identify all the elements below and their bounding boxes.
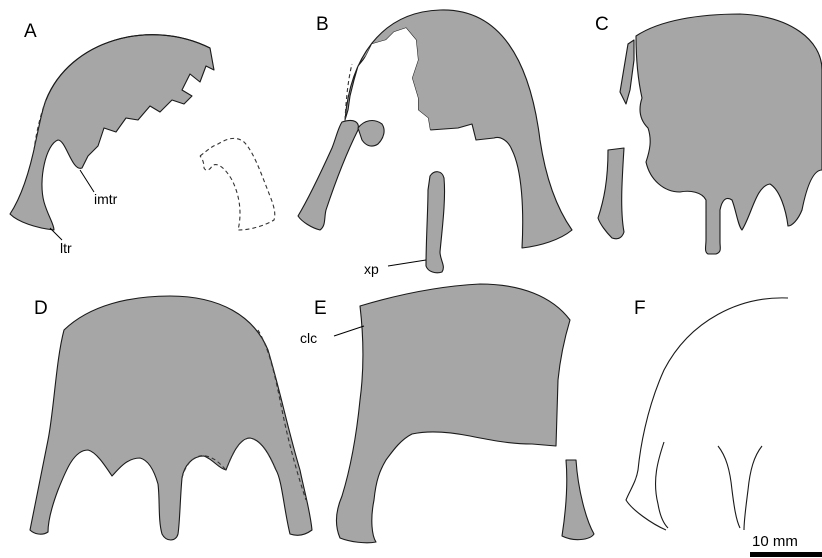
scale-bar-line [750,552,822,557]
imtr-leader-line [80,170,94,192]
panel-e: E clc [300,284,594,543]
ltr-label: ltr [60,240,72,256]
clc-leader-line [334,326,364,336]
panel-f-left-limb-outline [656,442,668,528]
panel-label-f: F [634,298,646,319]
panel-c-carapace [636,14,822,254]
panel-label-d: D [34,298,48,319]
ltr-leader-line [50,228,62,240]
panel-c-small-fragment [620,40,634,104]
panel-e-right-fragment [562,460,594,540]
panel-label-c: C [595,14,609,35]
panel-b-left-limb [298,120,358,230]
clc-label: clc [300,330,317,346]
panel-f-xiphoid-right-outline [744,446,762,530]
xp-label: xp [364,261,379,277]
scale-bar: 10 mm [750,533,822,557]
panel-f: F [626,298,788,530]
imtr-label: imtr [94,191,118,207]
panel-f-carapace-outline [626,298,788,530]
panel-c: C [595,14,822,254]
panel-d-carapace [30,296,312,540]
panel-f-xiphoid-left-outline [718,446,740,528]
panel-label-b: B [316,14,329,35]
panel-e-carapace [336,284,570,543]
panel-d: D [30,296,312,540]
panel-label-a: A [24,21,37,42]
scale-bar-label: 10 mm [752,533,798,550]
panel-c-left-limb [598,148,624,239]
panel-b-xiphoid-process [426,172,445,273]
panel-label-e: E [314,298,327,319]
panel-a: A imtr ltr [10,21,275,256]
panel-b-broken-knob [358,121,384,147]
panel-b: B xp [298,10,572,277]
panel-a-reconstructed-fragment [200,138,275,230]
xp-leader-line [388,260,426,266]
